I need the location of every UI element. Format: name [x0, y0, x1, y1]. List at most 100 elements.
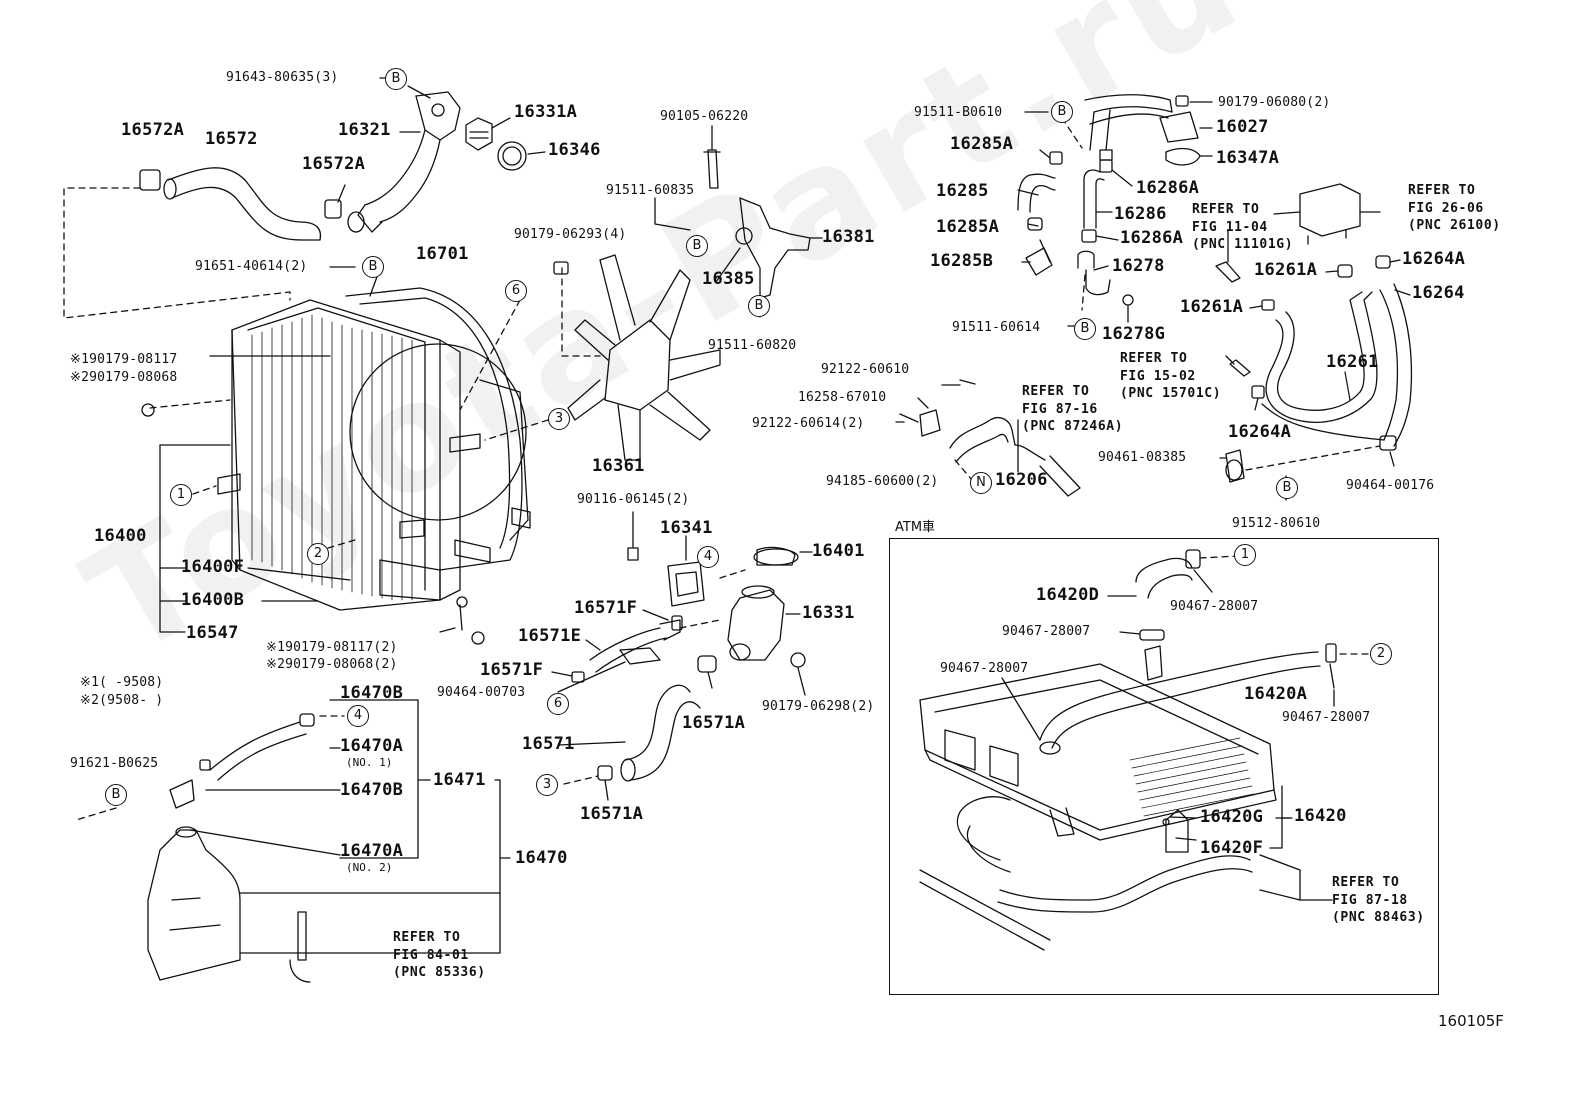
part-label: 90467-28007	[940, 661, 1029, 676]
callout-b: B	[748, 295, 770, 317]
part-label: (NO. 2)	[346, 861, 393, 874]
refer-line: REFER TO	[1408, 183, 1476, 198]
part-label: 16261A	[1254, 260, 1318, 280]
radiator-drawing	[217, 299, 481, 611]
water-outlet-drawing	[347, 91, 461, 233]
part-label: 16264A	[1402, 249, 1466, 269]
part-label: ※290179-08068(2)	[266, 657, 398, 672]
part-label: 16470B	[340, 683, 404, 703]
callout-2: 2	[307, 543, 329, 565]
heater-hoses-drawing	[1251, 255, 1413, 451]
refer-line: (PNC 88463)	[1332, 910, 1425, 926]
part-label: 16420	[1294, 806, 1347, 826]
fan-bracket-drawing	[703, 125, 823, 299]
part-label: 16547	[186, 623, 239, 643]
part-label: 91643-80635(3)	[226, 70, 339, 85]
part-label: 16470	[515, 848, 568, 868]
part-label: 16264A	[1228, 422, 1292, 442]
part-label: 16278G	[1102, 324, 1166, 344]
part-label: 90179-06080(2)	[1218, 95, 1331, 110]
note-label: ※1( -9508)	[80, 675, 164, 690]
refer-line: (PNC 11101G)	[1192, 237, 1294, 253]
part-label: 16701	[416, 244, 469, 264]
part-label: 16400F	[181, 557, 245, 577]
part-label: 90467-28007	[1002, 624, 1091, 639]
part-label: 16331A	[514, 102, 578, 122]
part-label: 91511-B0610	[914, 105, 1003, 120]
callout-b: B	[1074, 318, 1096, 340]
part-label: 16572A	[121, 120, 185, 140]
part-label: 90467-28007	[1282, 710, 1371, 725]
callout-b: B	[385, 68, 407, 90]
water-pipe-16206-drawing	[899, 379, 1081, 497]
part-label: 16261	[1326, 352, 1379, 372]
part-label: 16571F	[480, 660, 544, 680]
part-label: 91511-60614	[952, 320, 1041, 335]
refer-line: REFER TO	[1332, 875, 1400, 890]
callout-6: 6	[547, 693, 569, 715]
refer-line: FIG 15-02	[1120, 368, 1196, 384]
fan-blades-drawing	[553, 254, 721, 461]
refer-to-note: REFER TO FIG 87-18 (PNC 88463)	[1332, 874, 1425, 927]
part-label: 90464-00176	[1346, 478, 1435, 493]
callout-2: 2	[1370, 643, 1392, 665]
part-label: 16321	[338, 120, 391, 140]
callout-4: 4	[347, 705, 369, 727]
refer-to-note: REFER TO FIG 84-01 (PNC 85336)	[393, 929, 486, 982]
part-label: (NO. 1)	[346, 756, 393, 769]
upper-radiator-hose-drawing	[139, 167, 342, 241]
part-label: 90467-28007	[1170, 599, 1259, 614]
callout-3: 3	[536, 774, 558, 796]
part-label: 16400B	[181, 590, 245, 610]
engine-ref-drawing	[1215, 183, 1381, 377]
water-inlet-drawing	[727, 546, 799, 661]
part-label: 16572A	[302, 154, 366, 174]
part-label: 16331	[802, 603, 855, 623]
part-label: 16571E	[518, 626, 582, 646]
callout-1: 1	[1234, 544, 1256, 566]
callout-1: 1	[170, 484, 192, 506]
part-label: 16572	[205, 129, 258, 149]
callout-3: 3	[548, 408, 570, 430]
refer-to-note: REFER TO FIG 11-04 (PNC 11101G)	[1192, 201, 1293, 254]
callout-4: 4	[697, 546, 719, 568]
reservoir-drawing	[147, 713, 315, 983]
part-label: 16381	[822, 227, 875, 247]
part-label: 16286A	[1136, 178, 1200, 198]
part-label: 16420G	[1200, 807, 1264, 827]
callout-b: B	[686, 235, 708, 257]
part-label: 16285A	[950, 134, 1014, 154]
part-label: 16401	[812, 541, 865, 561]
thermostat-drawing	[465, 117, 493, 151]
refer-line: (PNC 87246A)	[1022, 419, 1124, 435]
part-label: 91511-60835	[606, 183, 695, 198]
part-label: 16285A	[936, 217, 1000, 237]
refer-to-note: REFER TO FIG 87-16 (PNC 87246A)	[1022, 383, 1123, 436]
part-label: 92122-60614(2)	[752, 416, 865, 431]
part-label: 91651-40614(2)	[195, 259, 308, 274]
part-label: 16285	[936, 181, 989, 201]
part-label: 16286A	[1120, 228, 1184, 248]
callout-b: B	[105, 784, 127, 806]
refer-to-note: REFER TO FIG 15-02 (PNC 15701C)	[1120, 350, 1221, 403]
part-label: 16361	[592, 456, 645, 476]
part-label: 16285B	[930, 251, 994, 271]
part-label: 16400	[94, 526, 147, 546]
refer-line: FIG 87-16	[1022, 401, 1098, 417]
part-label: 16278	[1112, 256, 1165, 276]
part-label: 16346	[548, 140, 601, 160]
refer-line: FIG 26-06	[1408, 200, 1484, 216]
part-label: ※190179-08117	[70, 352, 178, 367]
refer-line: FIG 11-04	[1192, 219, 1268, 235]
part-label: 16470A	[340, 736, 404, 756]
refer-line: FIG 87-18	[1332, 892, 1408, 908]
part-label: 16420F	[1200, 838, 1264, 858]
refer-line: FIG 84-01	[393, 947, 469, 963]
part-label: 90179-06293(4)	[514, 227, 627, 242]
part-label: 16286	[1114, 204, 1167, 224]
part-label: 16420A	[1244, 684, 1308, 704]
part-label: 16258-67010	[798, 390, 887, 405]
part-label: 92122-60610	[821, 362, 910, 377]
